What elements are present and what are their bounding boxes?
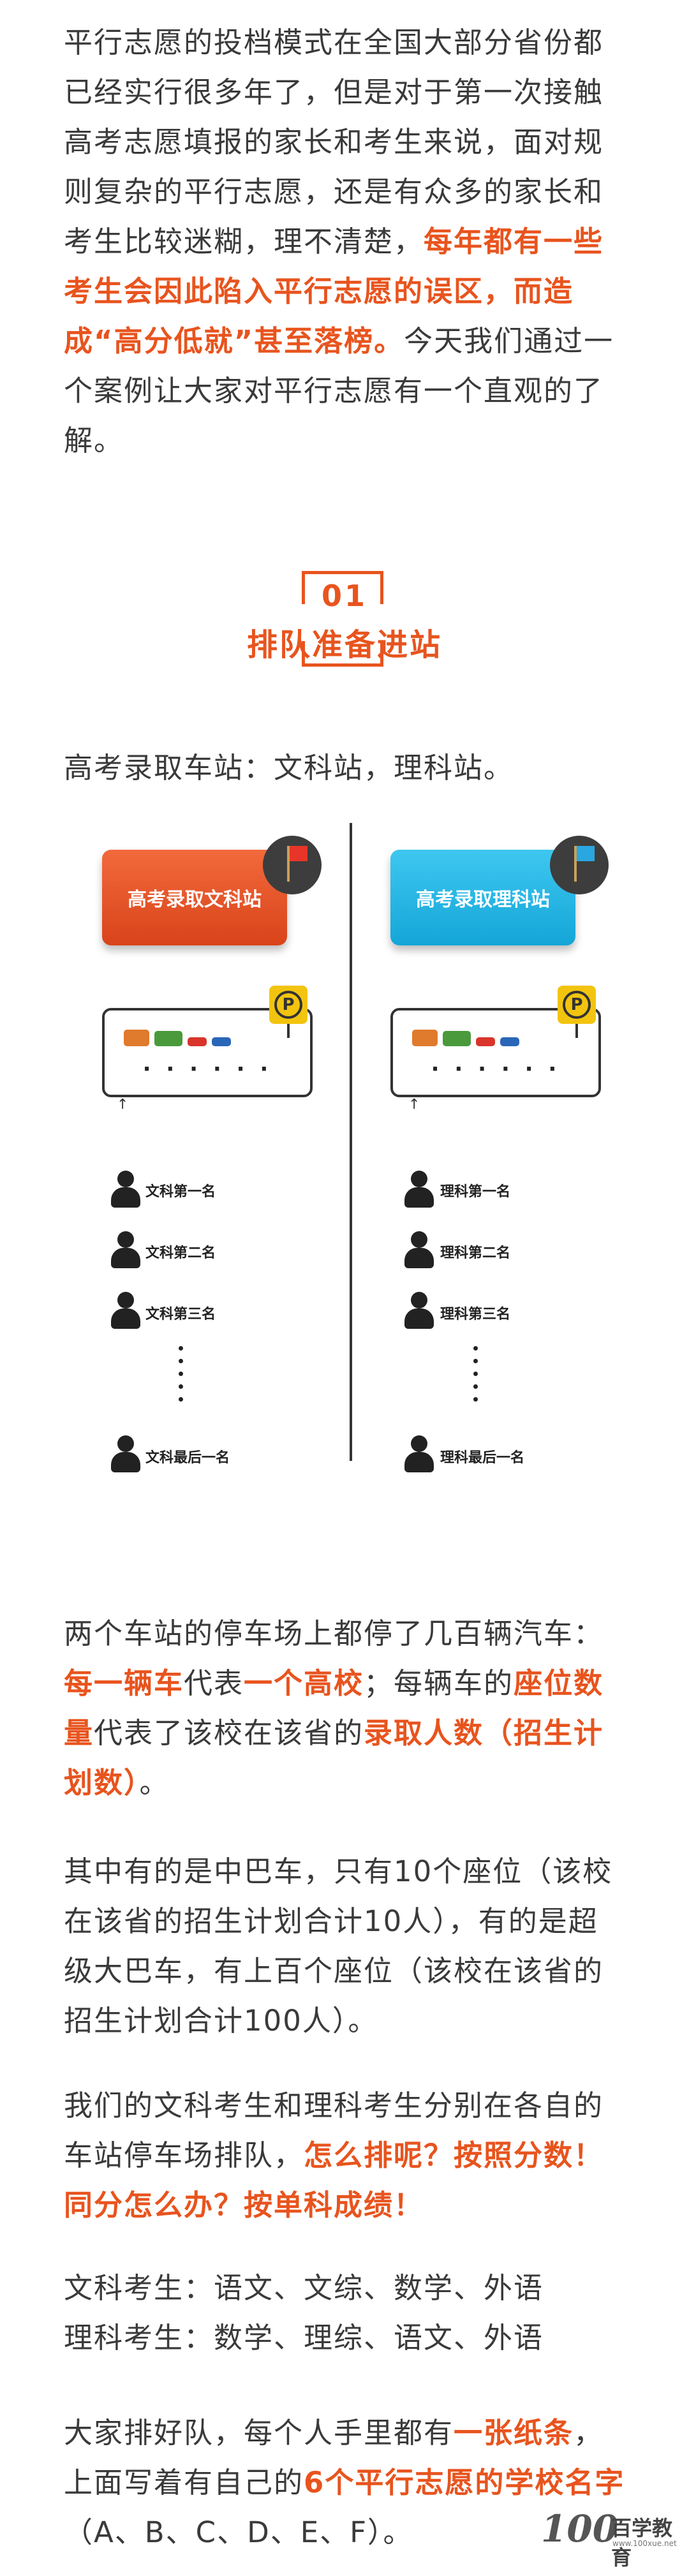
intro-paragraph: 平行志愿的投档模式在全国大部分省份都已经实行很多年了，但是对于第一次接触高考志愿… xyxy=(64,18,625,466)
science-rank-3: 理科第三名 xyxy=(440,1307,511,1322)
bus-paragraph: 其中有的是中巴车，只有10个座位（该校在该省的招生计划合计10人），有的是超级大… xyxy=(64,1854,613,2038)
person-icon xyxy=(107,1435,145,1474)
science-station-sign: 高考录取理科站 xyxy=(390,850,575,945)
person-icon xyxy=(107,1171,145,1209)
vertical-dots xyxy=(176,1346,185,1410)
note-paragraph: 大家排好队，每个人手里都有一张纸条，上面写着有自己的6个平行志愿的学校名字（A、… xyxy=(64,2416,625,2549)
science-rank-1: 理科第一名 xyxy=(440,1184,511,1200)
science-rank-last: 理科最后一名 xyxy=(440,1450,525,1466)
cars-icon xyxy=(412,1030,519,1046)
intro-text-1: 平行志愿的投档模式在全国大部分省份都已经实行很多年了，但是对于第一次接触高考志愿… xyxy=(64,26,604,258)
flag-icon xyxy=(550,836,609,894)
person-icon xyxy=(401,1171,439,1209)
arts-station-sign: 高考录取文科站 xyxy=(102,850,287,945)
lot-dots: · · · · · · xyxy=(142,1056,272,1082)
person-icon xyxy=(107,1231,145,1269)
science-rank-2: 理科第二名 xyxy=(440,1245,511,1261)
person-icon xyxy=(107,1292,145,1330)
section-header: 01 排队准备进站 xyxy=(0,571,689,679)
parking-icon: P xyxy=(558,986,596,1038)
vertical-dots xyxy=(471,1346,480,1410)
intro-highlight: 每年都有一些考生会因此陷入平行志愿的误区，而造成“高分低就”甚至落榜。 xyxy=(64,225,604,358)
stations-line: 高考录取车站：文科站，理科站。 xyxy=(64,751,514,785)
person-icon xyxy=(401,1231,439,1269)
science-subjects: 理科考生：数学、理综、语文、外语 xyxy=(64,2321,544,2355)
person-icon xyxy=(401,1435,439,1474)
arts-subjects: 文科考生：语文、文综、数学、外语 xyxy=(64,2271,544,2305)
intro-text-2: 今天我们通过一个案例让大家对平行志愿有一个直观的了解。 xyxy=(64,324,614,457)
queue-paragraph: 我们的文科考生和理科考生分别在各自的车站停车场排队，怎么排呢？按照分数！同分怎么… xyxy=(64,2089,604,2222)
cars-icon xyxy=(124,1030,231,1046)
entrance-arrow-icon: ↑ xyxy=(117,1097,129,1113)
arts-rank-2: 文科第二名 xyxy=(145,1245,216,1261)
subjects-list: 文科考生：语文、文综、数学、外语理科考生：数学、理综、语文、外语 xyxy=(64,2263,625,2363)
arts-rank-1: 文科第一名 xyxy=(145,1184,216,1200)
arts-rank-last: 文科最后一名 xyxy=(145,1450,230,1466)
brand-logo: 100 百学教育 www.100xue.net xyxy=(541,2507,677,2570)
cars-paragraph: 两个车站的停车场上都停了几百辆汽车：每一辆车代表一个高校；每辆车的座位数量代表了… xyxy=(64,1617,604,1800)
parking-icon: P xyxy=(269,986,307,1038)
person-icon xyxy=(401,1292,439,1330)
queue-illustration: 高考录取文科站 · · · · · · P ↑ 文科第一名 文科第二名 文科第三… xyxy=(0,823,689,1480)
section-title: 排队准备进站 xyxy=(246,627,442,663)
entrance-arrow-icon: ↑ xyxy=(408,1097,420,1113)
arts-parking-lot: · · · · · · xyxy=(102,1008,313,1097)
science-parking-lot: · · · · · · xyxy=(390,1008,601,1097)
flag-icon xyxy=(263,836,322,894)
center-divider xyxy=(350,823,352,1461)
lot-dots: · · · · · · xyxy=(431,1056,561,1082)
arts-rank-3: 文科第三名 xyxy=(145,1307,216,1322)
section-number: 01 xyxy=(321,579,367,613)
